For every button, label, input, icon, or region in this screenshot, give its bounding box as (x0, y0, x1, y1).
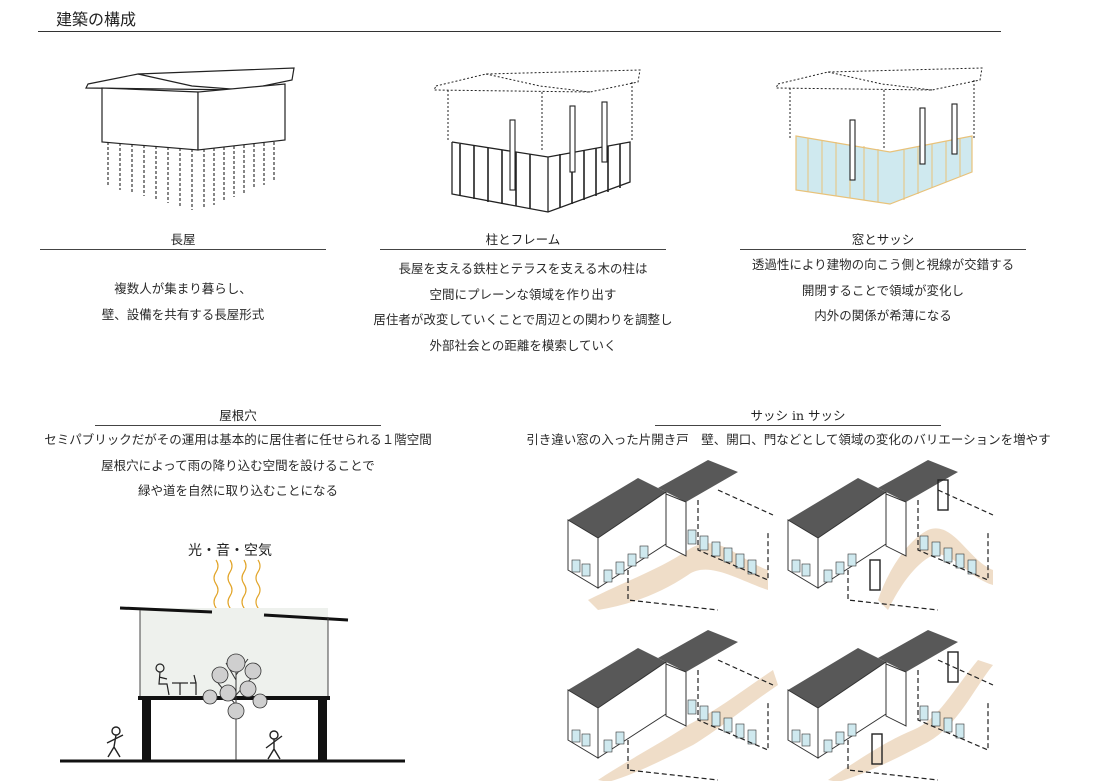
yaneana-caption: 屋根穴 (95, 405, 381, 424)
mado-drawing (772, 62, 992, 222)
sash-variation-3 (568, 630, 783, 780)
yaneana-description: セミパブリックだがその運用は基本的に居住者に任せられる１階空間 屋根穴によって雨… (0, 427, 476, 504)
sash-variation-1 (568, 460, 783, 610)
mado-caption: 窓とサッシ (740, 229, 1026, 248)
section-drawing (60, 555, 410, 770)
page-title: 建築の構成 (56, 6, 136, 30)
mado-rule (740, 249, 1026, 250)
hashira-caption: 柱とフレーム (380, 229, 666, 248)
sash-description: 引き違い窓の入った片開き戸 壁、開口、門などとして領域の変化のバリエーションを増… (480, 427, 1097, 453)
nagaya-caption: 長屋 (40, 229, 326, 248)
title-divider (38, 31, 1001, 32)
sash-rule (655, 425, 941, 426)
sash-variation-4 (788, 630, 1003, 780)
mado-description: 透過性により建物の向こう側と視線が交錯する 開閉することで領域が変化し 内外の関… (700, 252, 1066, 329)
nagaya-rule (40, 249, 326, 250)
sash-variation-2 (788, 460, 1003, 610)
nagaya-description: 複数人が集まり暮らし、 壁、設備を共有する長屋形式 (40, 276, 326, 327)
nagaya-drawing (80, 62, 310, 222)
sash-caption: サッシ in サッシ (655, 405, 941, 424)
yaneana-rule (95, 425, 381, 426)
hashira-description: 長屋を支える鉄柱とテラスを支える木の柱は 空間にプレーンな領域を作り出す 居住者… (330, 256, 716, 358)
hashira-drawing (430, 62, 650, 222)
hashira-rule (380, 249, 666, 250)
